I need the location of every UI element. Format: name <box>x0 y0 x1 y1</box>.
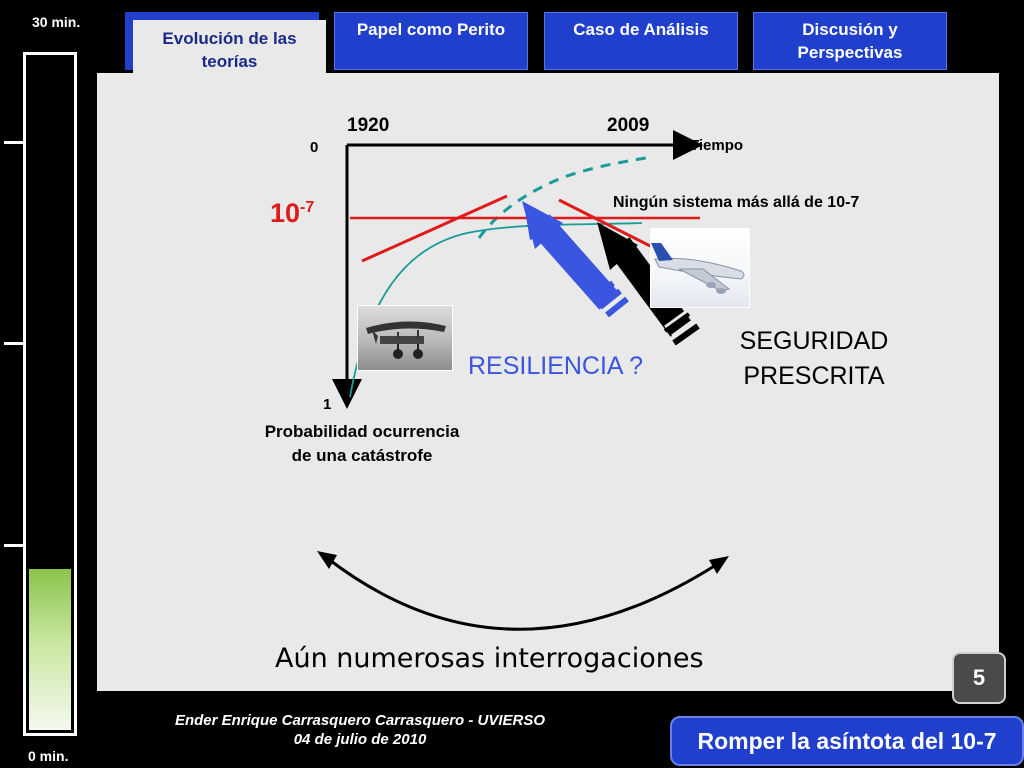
timer-bottom-label: 0 min. <box>28 748 69 764</box>
tab-caso-analisis[interactable]: Caso de Análisis <box>544 12 738 70</box>
footer-date: 04 de julio de 2010 <box>293 730 427 748</box>
resilience-label: RESILIENCIA ? <box>468 352 644 380</box>
year-start-label: 1920 <box>347 115 390 136</box>
timer-top-label: 30 min. <box>32 14 81 30</box>
threshold-value-label: 10-7 <box>270 198 315 228</box>
timer-fill <box>29 569 71 730</box>
timer-tick <box>4 544 24 547</box>
red-line-left <box>361 194 508 263</box>
x-axis-label: Tiempo <box>690 137 744 154</box>
tab-discusion[interactable]: Discusión y Perspectivas <box>753 12 947 70</box>
security-label-line2: PRESCRITA <box>743 362 885 390</box>
conclusion-banner[interactable]: Romper la asíntota del 10-7 <box>670 716 1024 766</box>
footer-author: Ender Enrique Carrasquero Carrasquero - … <box>174 712 546 729</box>
curved-double-arrow-icon <box>317 551 729 631</box>
vintage-biplane-image <box>357 305 453 371</box>
timer-tick <box>4 141 24 144</box>
footer-credits: Ender Enrique Carrasquero Carrasquero - … <box>120 712 600 750</box>
y-axis-description: Probabilidad ocurrencia de una catástrof… <box>227 420 497 468</box>
timer-bar <box>23 52 77 736</box>
y-axis-bottom-label: 1 <box>323 396 332 413</box>
timer-tick <box>4 342 24 345</box>
tab-papel-perito[interactable]: Papel como Perito <box>334 12 528 70</box>
tab-evolucion[interactable]: Evolución de las teorías <box>133 20 326 74</box>
airbus-a380-image <box>650 228 750 308</box>
security-label-line1: SEGURIDAD <box>739 327 889 355</box>
y-axis-description-line2: de una catástrofe <box>291 445 433 465</box>
year-end-label: 2009 <box>607 115 650 136</box>
resilience-arrow-icon <box>522 201 629 318</box>
slide-number-badge: 5 <box>952 652 1006 704</box>
question-text: Aún numerosas interrogaciones <box>275 643 704 674</box>
y-axis-top-label: 0 <box>310 139 319 156</box>
y-axis-description-line1: Probabilidad ocurrencia <box>264 422 460 441</box>
main-panel: 1920 2009 Tiempo 0 1 10-7 Ningún sistema… <box>97 73 999 691</box>
security-label: SEGURIDAD PRESCRITA <box>729 324 899 394</box>
threshold-note: Ningún sistema más allá de 10-7 <box>613 194 860 211</box>
